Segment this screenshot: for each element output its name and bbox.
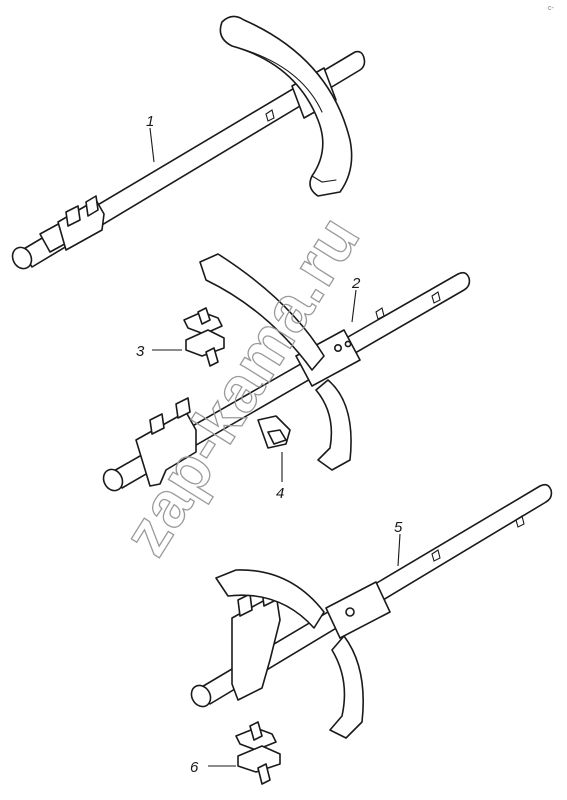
shift-fork-5-upper (215, 569, 325, 629)
leader-line-1 (149, 127, 155, 163)
corner-mark: c- (548, 5, 555, 12)
leader-line-2 (351, 289, 357, 323)
shift-rod-assembly-1 (11, 15, 366, 270)
callout-3: 3 (136, 343, 145, 360)
leader-line-5 (397, 533, 401, 567)
interlock-pin-6 (235, 721, 281, 785)
shift-head-2 (135, 411, 197, 487)
shift-rod-assembly-2 (102, 253, 471, 492)
callout-6: 6 (190, 759, 199, 776)
fork-hub-2 (295, 329, 361, 387)
callout-1: 1 (146, 113, 154, 130)
shift-fork-1 (219, 15, 353, 197)
fork-hub-5 (325, 581, 391, 639)
callout-4: 4 (276, 485, 284, 502)
shift-rod-assembly-5 (190, 483, 553, 739)
callout-2: 2 (351, 275, 361, 292)
shift-rod-2 (111, 271, 471, 489)
detent-bracket-4 (257, 415, 291, 449)
shift-rod-1 (21, 50, 366, 268)
interlock-pin-3 (183, 307, 225, 367)
shift-fork-2-upper (199, 253, 325, 371)
shift-fork-5-lower (329, 635, 364, 739)
shift-fork-2-lower (315, 379, 352, 471)
callout-5: 5 (394, 519, 403, 536)
